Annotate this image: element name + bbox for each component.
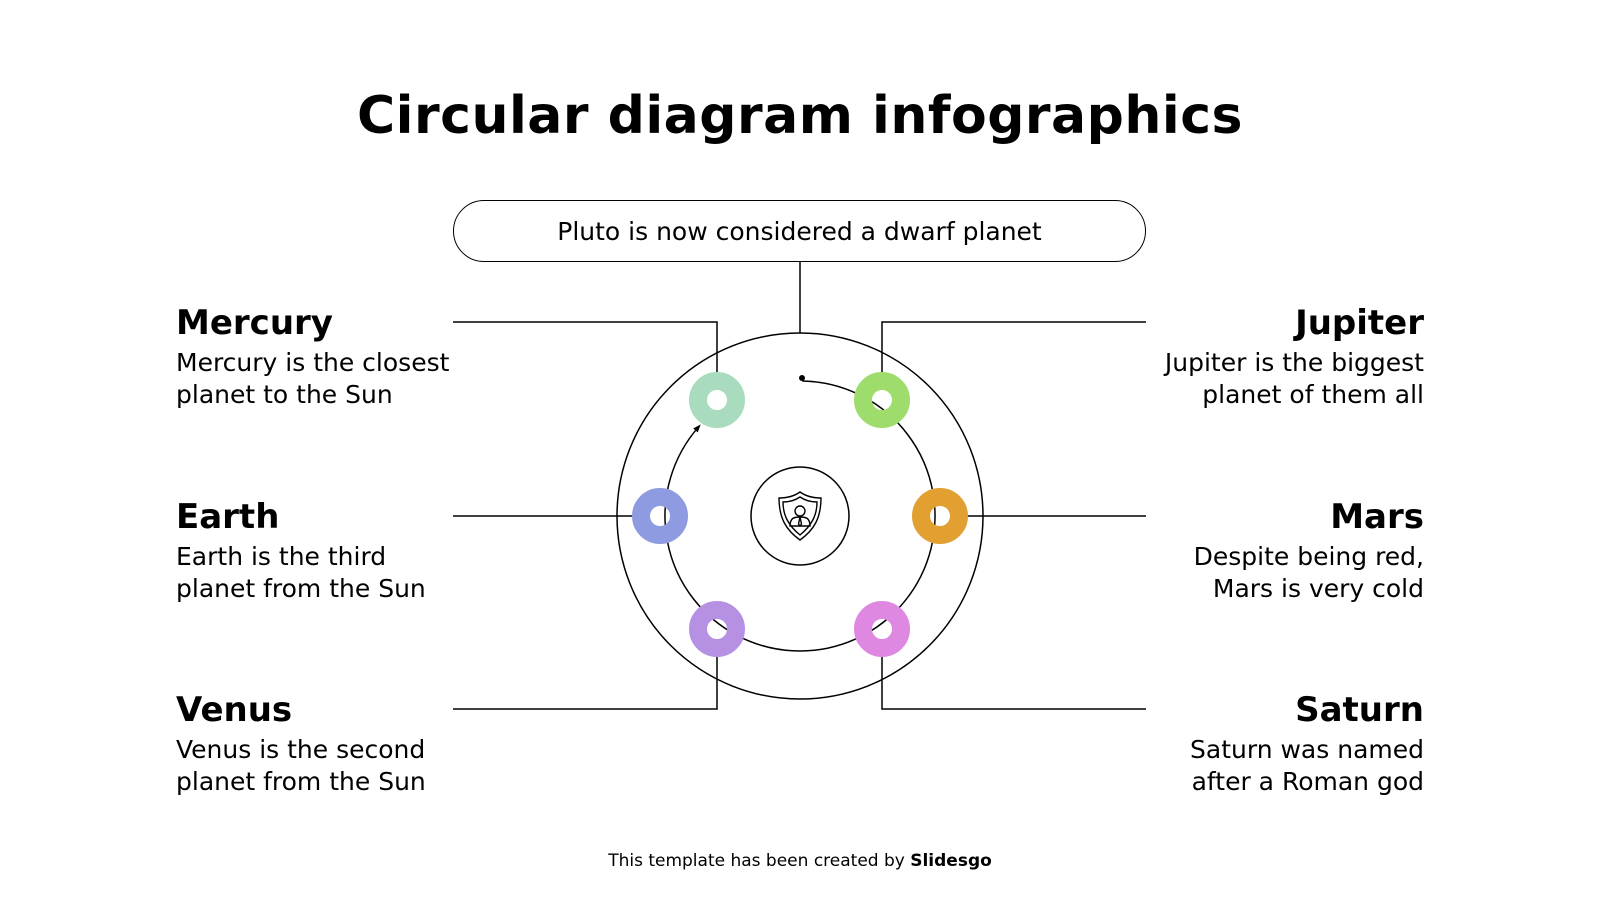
item-heading: Venus: [176, 690, 293, 730]
center-note-text: Pluto is now considered a dwarf planet: [557, 216, 1042, 246]
orbit-start-dot: [799, 375, 805, 381]
item-jupiter: Jupiter Jupiter is the biggest planet of …: [1104, 303, 1424, 411]
item-desc-line1: Despite being red,: [1193, 542, 1424, 571]
planet-marker-mars: [912, 488, 968, 544]
footer-brand-link[interactable]: Slidesgo: [910, 851, 992, 871]
item-venus: Venus Venus is the second planet from the…: [176, 690, 496, 798]
center-ring: [750, 466, 850, 566]
item-heading: Saturn: [1295, 690, 1424, 730]
item-mercury: Mercury Mercury is the closest planet to …: [176, 303, 496, 411]
item-heading: Mercury: [176, 303, 333, 343]
footer-credit: This template has been created by Slides…: [0, 851, 1600, 871]
footer-prefix: This template has been created by: [608, 851, 911, 871]
planet-marker-earth: [632, 488, 688, 544]
planet-marker-jupiter: [854, 372, 910, 428]
item-desc-line2: planet from the Sun: [176, 574, 426, 603]
connector-saturn: [881, 657, 1146, 710]
item-desc-line2: planet of them all: [1202, 380, 1424, 409]
item-desc-line2: Mars is very cold: [1212, 574, 1424, 603]
item-desc-line2: planet to the Sun: [176, 380, 393, 409]
item-saturn: Saturn Saturn was named after a Roman god: [1104, 690, 1424, 798]
connector-venus: [453, 657, 718, 710]
item-desc-line1: Earth is the third: [176, 542, 387, 571]
item-desc-line1: Saturn was named: [1190, 735, 1424, 764]
item-heading: Mars: [1330, 497, 1424, 537]
item-desc-line2: planet from the Sun: [176, 767, 426, 796]
item-desc-line1: Mercury is the closest: [176, 348, 450, 377]
item-mars: Mars Despite being red, Mars is very cold: [1104, 497, 1424, 605]
item-heading: Jupiter: [1295, 303, 1424, 343]
planet-marker-saturn: [854, 601, 910, 657]
orbit-arrowhead: [693, 424, 701, 433]
connector-jupiter: [881, 321, 1146, 372]
item-heading: Earth: [176, 497, 280, 537]
outer-ring: [616, 332, 984, 700]
item-desc-line1: Venus is the second: [176, 735, 426, 764]
planet-marker-mercury: [689, 372, 745, 428]
item-desc-line1: Jupiter is the biggest: [1164, 348, 1424, 377]
center-note-box: Pluto is now considered a dwarf planet: [453, 200, 1146, 262]
item-desc-line2: after a Roman god: [1191, 767, 1424, 796]
shield-user-icon: [778, 491, 822, 541]
connector-mercury: [453, 321, 718, 372]
page-title: Circular diagram infographics: [356, 86, 1243, 146]
planet-marker-venus: [689, 601, 745, 657]
item-earth: Earth Earth is the third planet from the …: [176, 497, 496, 605]
